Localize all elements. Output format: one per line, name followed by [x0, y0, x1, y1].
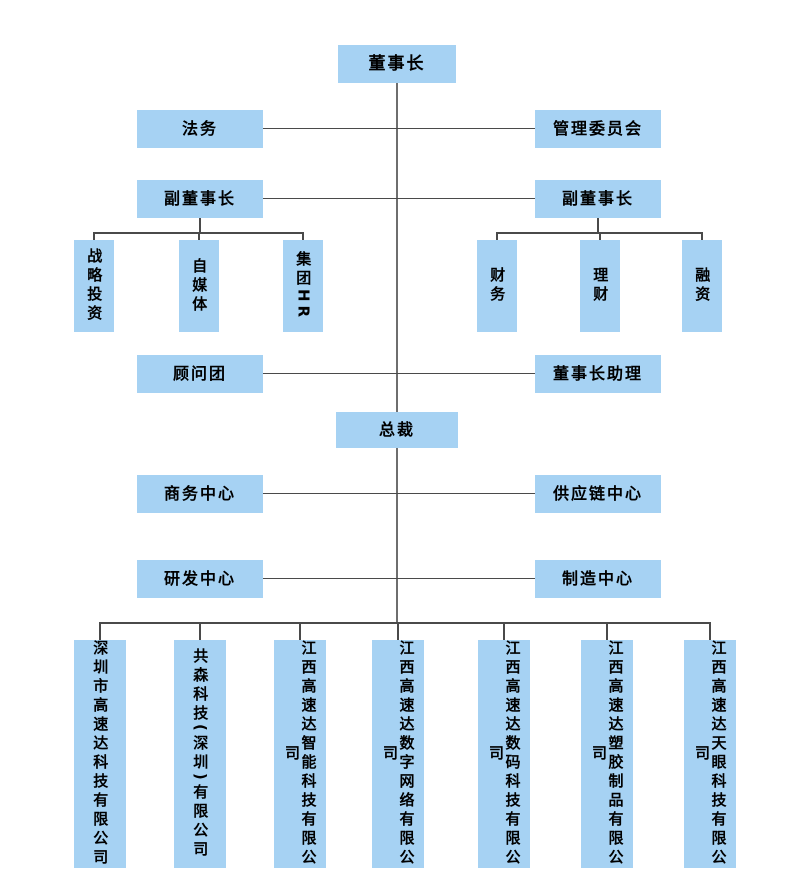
- connector-finance-stub: [496, 234, 498, 240]
- node-subsidiary-4: 江西高速达数字网络有限公司: [372, 640, 424, 868]
- node-vice-chairman-right: 副董事长: [535, 180, 661, 218]
- connector-vcl-stub: [199, 218, 201, 234]
- connector-selfmedia-stub: [198, 234, 200, 240]
- node-rnd-center: 研发中心: [137, 560, 263, 598]
- connector-subsidiary-stub-5: [503, 624, 505, 640]
- node-finance: 财务: [477, 240, 517, 332]
- connector-vice-chairmen: [263, 198, 535, 199]
- node-business-center: 商务中心: [137, 475, 263, 513]
- connector-subsidiary-stub-7: [709, 624, 711, 640]
- connector-strategic-stub: [93, 234, 95, 240]
- connector-subsidiary-stub-6: [606, 624, 608, 640]
- node-group-hr: 集团HR: [283, 240, 323, 332]
- connector-financing-stub: [701, 234, 703, 240]
- node-financing: 融资: [682, 240, 722, 332]
- node-subsidiary-6: 江西高速达塑胶制品有限公司: [581, 640, 633, 868]
- connector-wealth-stub: [599, 234, 601, 240]
- node-subsidiary-7: 江西高速达天眼科技有限公司: [684, 640, 736, 868]
- node-manufacturing-center: 制造中心: [535, 560, 661, 598]
- connector-grouphr-stub: [302, 234, 304, 240]
- node-advisory-board: 顾问团: [137, 355, 263, 393]
- node-subsidiary-1: 深圳市高速达科技有限公司: [74, 640, 126, 868]
- node-strategic-investment: 战略投资: [74, 240, 114, 332]
- node-chairman-assistant: 董事长助理: [535, 355, 661, 393]
- node-supply-chain-center: 供应链中心: [535, 475, 661, 513]
- connector-subsidiary-stub-1: [99, 624, 101, 640]
- node-vice-chairman-left: 副董事长: [137, 180, 263, 218]
- connector-subsidiary-stub-2: [199, 624, 201, 640]
- node-subsidiary-5: 江西高速达数码科技有限公司: [478, 640, 530, 868]
- connector-rnd-manufacturing: [263, 578, 535, 579]
- node-subsidiary-2: 共森科技(深圳)有限公司: [174, 640, 226, 868]
- connector-center-trunk: [396, 83, 398, 623]
- node-management-committee: 管理委员会: [535, 110, 661, 148]
- node-wealth-management: 理财: [580, 240, 620, 332]
- connector-legal-committee: [263, 128, 535, 129]
- connector-subsidiary-stub-3: [299, 624, 301, 640]
- node-self-media: 自媒体: [179, 240, 219, 332]
- node-subsidiary-3: 江西高速达智能科技有限公司: [274, 640, 326, 868]
- node-legal: 法务: [137, 110, 263, 148]
- connector-business-supply: [263, 493, 535, 494]
- connector-subsidiaries-bar: [99, 622, 711, 624]
- connector-left-group-bar: [93, 232, 304, 234]
- node-chairman: 董事长: [338, 45, 456, 83]
- connector-advisory-assistant: [263, 373, 535, 374]
- connector-right-group-bar: [496, 232, 703, 234]
- connector-subsidiary-stub-4: [397, 624, 399, 640]
- node-president: 总裁: [336, 412, 458, 448]
- connector-vcr-stub: [597, 218, 599, 234]
